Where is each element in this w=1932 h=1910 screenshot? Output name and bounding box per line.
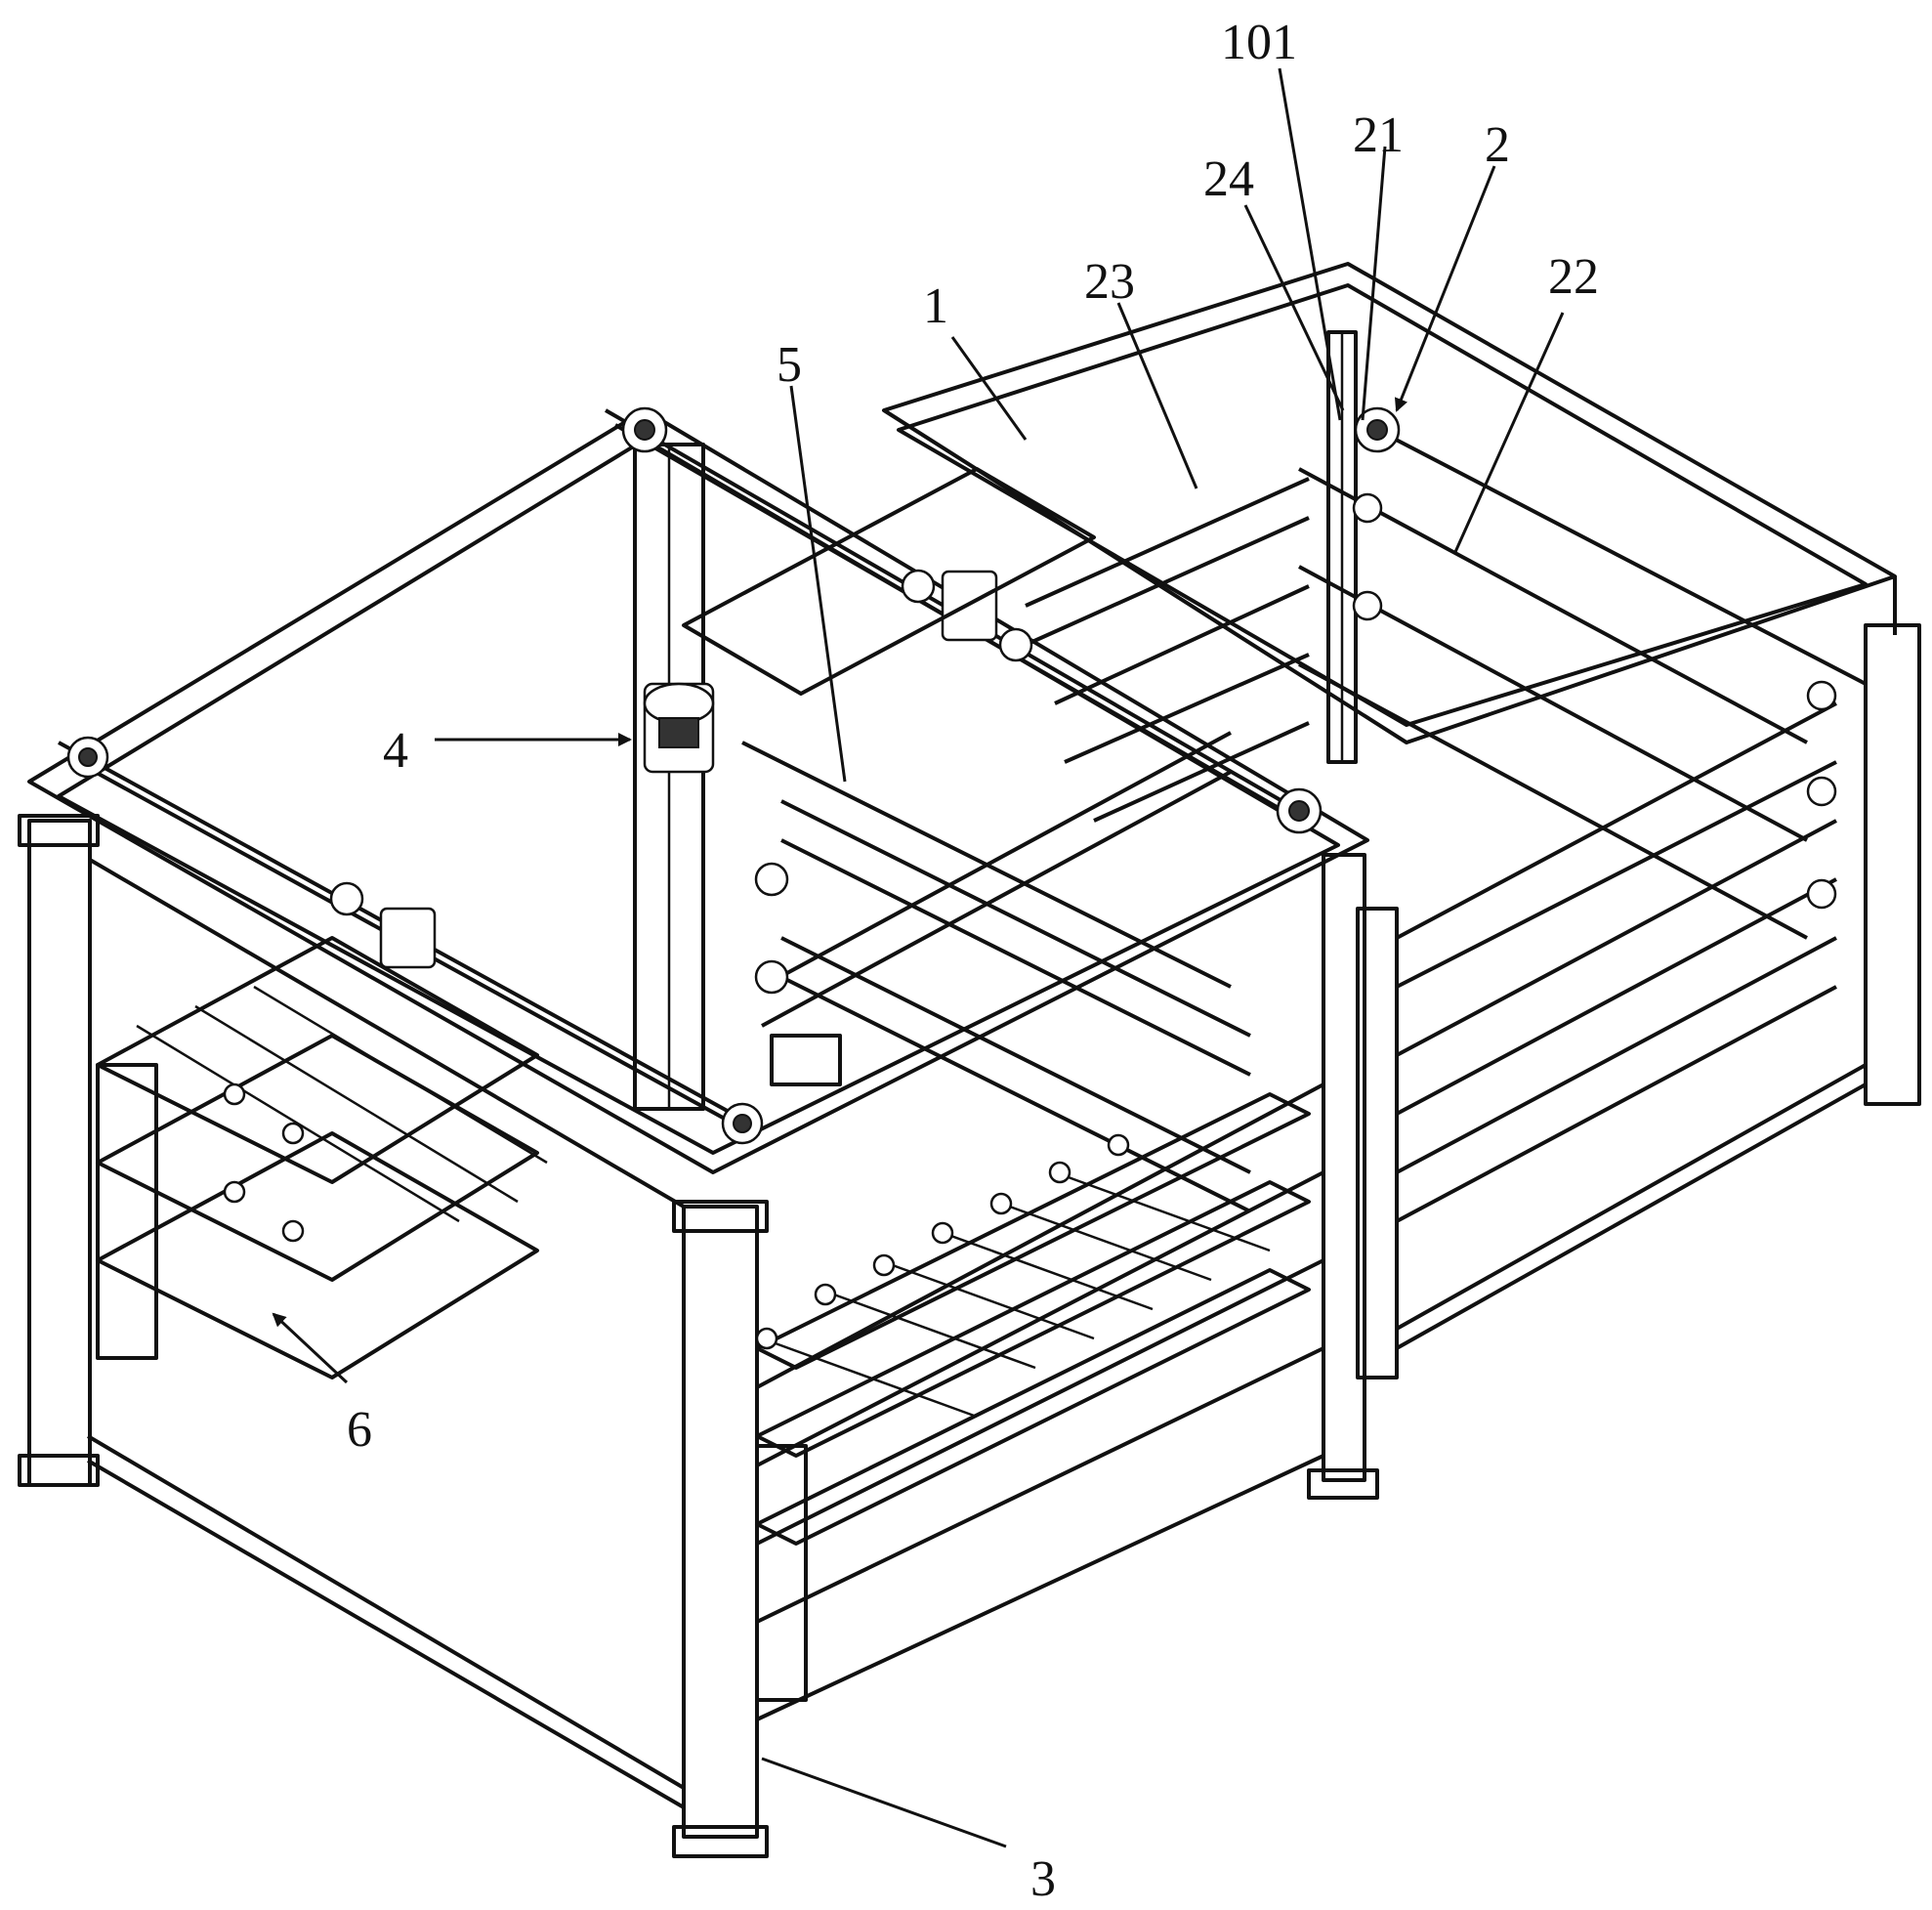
drive-shafts [58, 406, 1323, 1145]
leader-23 [1116, 302, 1198, 489]
callout-1: 1 [923, 278, 948, 334]
callout-22: 22 [1548, 249, 1599, 305]
callout-3: 3 [1030, 1851, 1056, 1907]
leader-24 [1243, 204, 1345, 411]
callout-5: 5 [777, 337, 802, 393]
carriage [682, 467, 1251, 1213]
callout-23: 23 [1084, 254, 1135, 310]
motor-assemblies [329, 569, 1033, 969]
leader-21 [1361, 146, 1387, 421]
leader-5 [789, 385, 847, 783]
callout-101: 101 [1221, 15, 1297, 70]
callout-21: 21 [1353, 107, 1404, 163]
callout-labels: 101 21 2 24 22 23 1 5 4 6 3 [347, 15, 1599, 1907]
callout-24: 24 [1203, 151, 1254, 207]
callout-2: 2 [1485, 117, 1510, 173]
leader-22 [1453, 312, 1565, 553]
left-rack [96, 936, 548, 1379]
leader-101 [1278, 67, 1342, 421]
leader-1 [950, 336, 1028, 441]
rear-cross-bars [1025, 406, 1867, 940]
leader-2 [1394, 165, 1496, 412]
right-rack [755, 1092, 1311, 1702]
callout-4: 4 [383, 723, 408, 779]
front-frame [18, 408, 1379, 1858]
leader-lines [272, 67, 1565, 1848]
leader-3 [761, 1757, 1007, 1848]
rear-frame [882, 262, 1921, 1379]
leader-6 [272, 1312, 349, 1384]
callout-6: 6 [347, 1402, 372, 1458]
